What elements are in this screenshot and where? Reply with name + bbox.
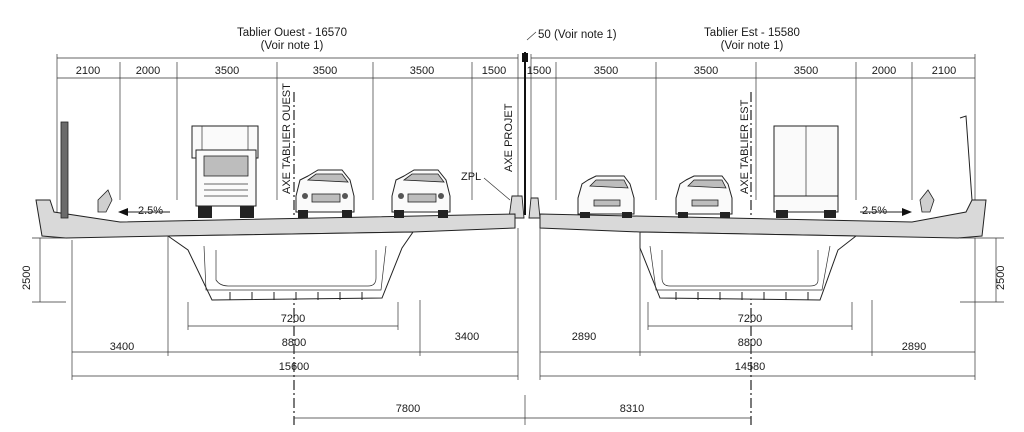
west-deck-slab [35, 199, 516, 239]
dim-east-2: 3500 [594, 65, 618, 77]
axis-project-label: AXE PROJET [503, 103, 515, 172]
west-car-1 [295, 169, 355, 218]
axis-west-label: AXE TABLIER OUEST [281, 83, 293, 194]
lane-dim-extension-lines [56, 54, 976, 225]
east-car-1 [577, 175, 635, 218]
west-car-2 [391, 169, 451, 218]
dim-west-3: 3500 [215, 65, 239, 77]
west-bottom-width-label: 7200 [281, 313, 305, 325]
east-safety-barrier [959, 115, 973, 201]
slope-left-arrowhead [118, 208, 128, 216]
west-deck-note: (Voir note 1) [261, 40, 324, 52]
west-truck-windshield [203, 155, 249, 177]
east-car-2 [675, 175, 733, 218]
axis-offset-dim-row [294, 395, 751, 425]
depth-dim-left [32, 237, 66, 303]
top-dims-west: 2100 2000 3500 3500 3500 1500 [76, 65, 506, 77]
east-guardrail [919, 189, 935, 213]
slope-right-arrowhead [902, 208, 912, 216]
gap-note-leader [526, 31, 537, 41]
west-guardrail [97, 189, 113, 213]
west-bottom-width-dim [187, 302, 399, 330]
zpl-leader [483, 177, 511, 201]
east-box-stiffeners [675, 292, 809, 300]
east-bottom-width-dim [647, 302, 853, 330]
box-width-dim-row [71, 228, 976, 380]
depth-dim-right [960, 237, 1004, 303]
dim-west-5: 3500 [410, 65, 434, 77]
slope-right-label: 2.5% [862, 205, 887, 217]
west-safety-barrier [60, 121, 69, 219]
east-deck: 2.5% [539, 115, 987, 301]
dim-east-6: 2100 [932, 65, 956, 77]
dim-west-6: 1500 [482, 65, 506, 77]
dim-west-1: 2100 [76, 65, 100, 77]
east-box-inner [649, 245, 831, 291]
west-total-label: 15600 [279, 361, 310, 373]
dim-east-1: 1500 [527, 65, 551, 77]
east-bottom-width-label: 7200 [738, 313, 762, 325]
west-deck-title: Tablier Ouest - 16570 [237, 27, 347, 39]
dim-east-5: 2000 [872, 65, 896, 77]
east-total-label: 14580 [735, 361, 766, 373]
zpl-separator-east [528, 197, 541, 219]
dim-east-3: 3500 [694, 65, 718, 77]
gap-marker [522, 53, 528, 62]
dim-east-4: 3500 [794, 65, 818, 77]
east-overhang-right-label: 2890 [902, 341, 926, 353]
zpl-separator-west [508, 195, 525, 219]
east-overhang-left-label: 2890 [572, 331, 596, 343]
dim-west-2: 2000 [136, 65, 160, 77]
axis-east-label: AXE TABLIER EST [739, 99, 751, 194]
depth-right-label: 2500 [995, 266, 1007, 290]
east-deck-slab [539, 199, 987, 239]
west-truck [191, 125, 259, 218]
top-dims-east: 1500 3500 3500 3500 2000 2100 [527, 65, 956, 77]
west-box-width-label: 8800 [282, 337, 306, 349]
west-overhang-right-label: 3400 [455, 331, 479, 343]
west-box-inner [203, 245, 387, 291]
dim-west-4: 3500 [313, 65, 337, 77]
west-box-inner-void [215, 250, 377, 287]
gap-note: 50 (Voir note 1) [538, 29, 617, 41]
west-overhang-left-label: 3400 [110, 341, 134, 353]
east-box-width-label: 8800 [738, 337, 762, 349]
zpl-label: ZPL [461, 171, 481, 183]
west-box-stiffeners [229, 292, 363, 300]
west-deck: 2.5% [35, 121, 516, 301]
offset-west-label: 7800 [396, 403, 420, 415]
east-box-inner-void [661, 250, 819, 287]
depth-left-label: 2500 [21, 266, 33, 290]
west-box-girder [166, 231, 414, 301]
east-truck [773, 125, 839, 218]
slope-left-label: 2.5% [138, 205, 163, 217]
east-deck-note: (Voir note 1) [721, 40, 784, 52]
offset-east-label: 8310 [620, 403, 644, 415]
east-deck-title: Tablier Est - 15580 [704, 27, 800, 39]
